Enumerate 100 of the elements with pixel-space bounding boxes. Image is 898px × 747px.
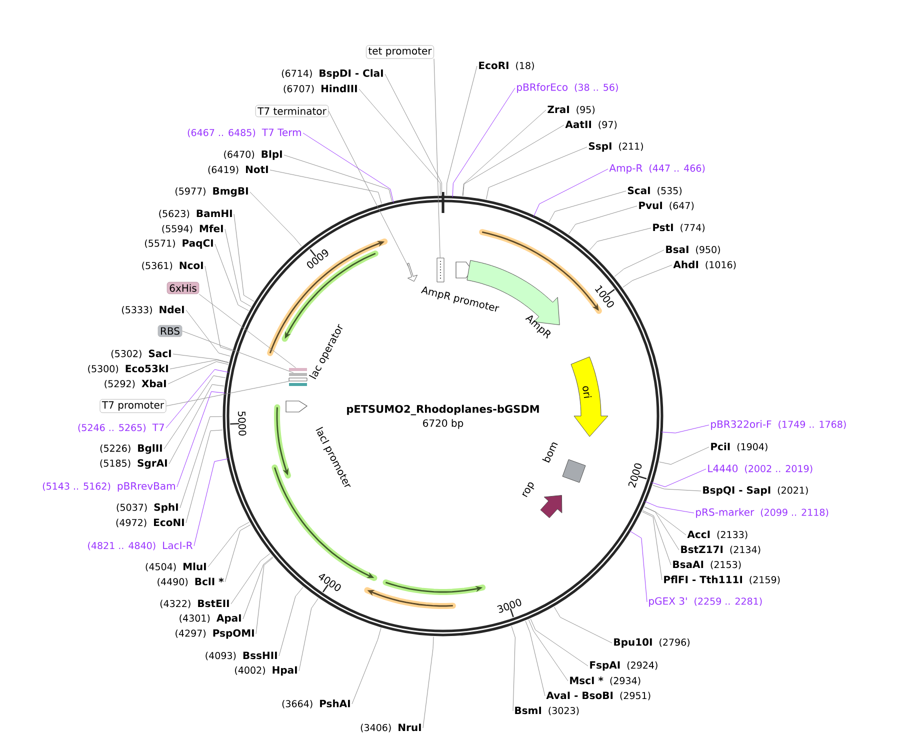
cut-site-label: ZraI (95) — [548, 106, 595, 114]
leader-line — [186, 310, 230, 356]
cut-site-label: ScaI (535) — [628, 186, 682, 196]
leader-line — [166, 381, 290, 406]
primer-label: pGEX 3' (2259 .. 2281) — [649, 597, 762, 607]
leader-line — [204, 266, 232, 351]
leader-line — [172, 354, 229, 363]
plasmid-size: 6720 bp — [423, 419, 464, 429]
tick-label: 3000 — [497, 598, 522, 618]
leader-line — [298, 598, 318, 672]
cut-site-label: (4297) PspOMI — [176, 629, 254, 639]
leader-line — [168, 384, 224, 464]
cut-site-label: (5977) BmgBI — [176, 187, 248, 197]
cut-site-label: (5292) XbaI — [104, 380, 166, 388]
leader-line — [533, 168, 608, 217]
leader-line — [250, 192, 302, 246]
leader-line — [168, 361, 228, 384]
cut-site-label: AvaI - BsoBI (2951) — [546, 692, 650, 700]
cut-site-label: (4490) BclI * — [158, 578, 224, 586]
cut-site-label: (5333) NdeI — [122, 306, 184, 314]
cut-site-label: FspAI (2924) — [590, 661, 658, 671]
cut-site-label: PstI (774) — [653, 224, 705, 232]
tag-bar — [288, 378, 308, 382]
cut-site-label: BsmI (3023) — [515, 706, 579, 716]
tag-bar — [289, 373, 307, 376]
plasmid-name: pETSUMO2_Rhodoplanes-bGSDM — [347, 404, 539, 416]
tag-bar — [289, 368, 307, 371]
cut-site-label: (5185) SgrAI — [100, 459, 167, 469]
cut-site-label: (6419) NotI — [208, 166, 268, 174]
leader-line — [166, 369, 229, 428]
leader-line — [170, 360, 229, 370]
leader-line — [302, 132, 394, 203]
cut-site-label: (3664) PshAI — [282, 700, 350, 708]
leader-line — [568, 206, 638, 234]
leader-line — [214, 244, 249, 311]
cut-site-label: PciI (1904) — [711, 442, 768, 452]
feature-tag: T7 terminator — [255, 104, 329, 118]
leader-line — [642, 511, 662, 580]
leader-line — [278, 586, 304, 656]
leader-line — [642, 510, 672, 566]
leader-line — [452, 88, 516, 198]
feature-tag: RBS — [158, 325, 182, 337]
leader-line — [182, 330, 294, 373]
leader-line — [284, 154, 392, 202]
leader-line — [256, 557, 274, 634]
leader-line — [651, 468, 706, 488]
leader-line — [198, 294, 296, 368]
cut-site-label: AhdI (1016) — [673, 260, 736, 270]
cut-site-label: BstZ17I (2134) — [681, 546, 760, 554]
cut-site-label: (6470) BlpI — [224, 150, 282, 160]
cut-site-label: Bpu10I (2796) — [614, 638, 690, 648]
leader-line — [661, 424, 710, 434]
leader-line — [548, 190, 626, 222]
feature-tag: tet promoter — [366, 45, 434, 59]
leader-line — [208, 522, 250, 568]
leader-line — [528, 619, 568, 682]
feature-tag: 6xHis — [166, 282, 200, 294]
leader-line — [242, 556, 273, 620]
leader-line — [164, 375, 226, 450]
cut-site-label: (5300) Eco53kI — [88, 364, 168, 374]
leader-line — [554, 606, 612, 644]
cut-site-label: BsaI (950) — [666, 246, 720, 254]
primer-label: (6467 .. 6485) T7 Term — [188, 128, 301, 138]
cut-site-label: (5623) BamHI — [159, 210, 232, 218]
primer-label: (5246 .. 5265) T7 — [78, 424, 164, 432]
cut-site-label: (3406) NruI — [360, 724, 421, 732]
node-label: bom — [542, 442, 558, 463]
leader-line — [629, 530, 648, 602]
leader-line — [644, 501, 694, 514]
leader-line — [358, 88, 441, 196]
cut-site-label: (6707) HindIII — [284, 84, 357, 94]
cut-site-label: BspQI - SapI (2021) — [703, 486, 808, 496]
cut-site-label: PflFI - Tth111I (2159) — [664, 576, 780, 584]
cut-site-label: (5361) NcoI — [142, 262, 203, 270]
leader-line — [530, 618, 588, 666]
cut-site-label: (5594) MfeI — [162, 224, 223, 234]
leader-line — [194, 458, 228, 546]
leader-line — [230, 553, 270, 604]
origin-segment: ori — [570, 356, 608, 437]
feature-square: bom — [542, 442, 586, 483]
leader-line — [486, 146, 588, 200]
leader-line — [644, 506, 680, 550]
cut-site-label: PvuI (647) — [639, 202, 694, 210]
cut-site-label: (4972) EcoNI — [116, 518, 184, 528]
leader-line — [622, 264, 672, 288]
primer-label: pBRforEco (38 .. 56) — [517, 83, 618, 93]
cut-site-label: (4504) MluI — [146, 562, 206, 572]
feature-tag: T7 promoter — [100, 399, 166, 413]
leader-line — [434, 58, 440, 258]
leader-line — [658, 446, 710, 465]
cut-site-label: (4301) ApaI — [180, 614, 241, 624]
leader-line — [446, 66, 478, 196]
promoter-symbol — [436, 258, 444, 282]
leader-line — [352, 628, 382, 704]
leader-line — [614, 250, 664, 277]
primer-label: (5143 .. 5162) pBRrevBam — [42, 482, 175, 492]
cut-site-label: MscI * (2934) — [570, 676, 640, 686]
leader-line — [270, 170, 382, 204]
primer-label: pBR322ori-F (1749 .. 1768) — [711, 420, 846, 430]
cut-site-label: (4322) BstEII — [160, 600, 229, 608]
